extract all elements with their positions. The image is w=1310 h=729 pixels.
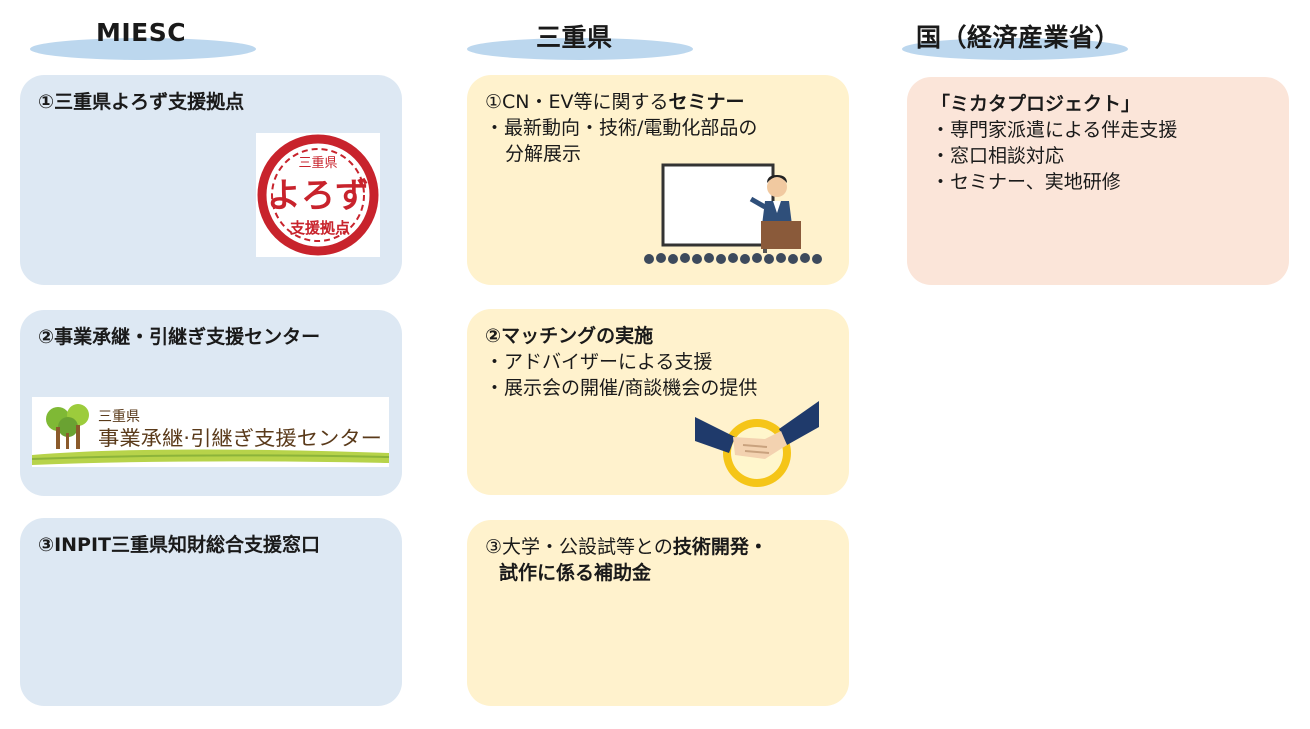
yorozu-logo-sub: 支援拠点 <box>289 219 350 237</box>
yorozu-logo-prefecture: 三重県 <box>298 155 337 171</box>
bullet-item: ・アドバイザーによる支援 <box>485 351 713 373</box>
bullet-item: ・セミナー、実地研修 <box>931 171 1121 193</box>
card-title-line2: 試作に係る補助金 <box>499 562 652 584</box>
card-title-normal: ③大学・公設試等との <box>485 536 673 558</box>
yorozu-logo-main: よろず <box>267 176 369 216</box>
header-ellipse <box>902 38 1128 60</box>
card-inpit: ③INPIT三重県知財総合支援窓口 <box>20 518 402 706</box>
yorozu-logo: 三重県 よろず 支援拠点 <box>256 133 380 257</box>
card-title-normal: ①CN・EV等に関する <box>485 91 669 113</box>
bullet-item: ・窓口相談対応 <box>931 145 1065 167</box>
column-header-kuni: 国（経済産業省） <box>902 14 1128 62</box>
column-title-mie: 三重県 <box>536 23 613 52</box>
card-title: ③INPIT三重県知財総合支援窓口 <box>38 534 321 556</box>
seminar-illustration <box>643 161 823 265</box>
column-header-miesc: MIESC <box>30 14 256 62</box>
column-header-mie: 三重県 <box>467 14 693 62</box>
card-mikata-project: 「ミカタプロジェクト」 ・専門家派遣による伴走支援 ・窓口相談対応 ・セミナー、… <box>907 77 1289 285</box>
jigyo-shokei-logo: 三重県 事業承継·引継ぎ支援センター <box>31 397 390 467</box>
header-ellipse <box>30 38 256 60</box>
card-jigyo-shokei: ②事業承継・引継ぎ支援センター 三重県 事業承継·引継ぎ支援センター <box>20 310 402 496</box>
card-matching: ②マッチングの実施 ・アドバイザーによる支援 ・展示会の開催/商談機会の提供 <box>467 309 849 495</box>
card-subsidy: ③大学・公設試等との技術開発・ 試作に係る補助金 <box>467 520 849 706</box>
handshake-illustration <box>695 397 819 493</box>
card-title: ③大学・公設試等との技術開発・ <box>485 534 831 560</box>
card-seminar: ①CN・EV等に関するセミナー ・最新動向・技術/電動化部品の 分解展示 <box>467 75 849 285</box>
card-title: ①三重県よろず支援拠点 <box>38 91 245 113</box>
card-title: 「ミカタプロジェクト」 <box>931 93 1141 115</box>
card-title-bold: 技術開発・ <box>672 536 768 558</box>
card-yorozu: ①三重県よろず支援拠点 三重県 よろず 支援拠点 <box>20 75 402 285</box>
bullet-item: ・最新動向・技術/電動化部品の <box>485 117 758 139</box>
bullet-item-continued: 分解展示 <box>505 143 582 165</box>
bullet-item: ・専門家派遣による伴走支援 <box>931 119 1178 141</box>
column-title-kuni: 国（経済産業省） <box>916 23 1121 52</box>
jigyo-logo-prefecture: 三重県 <box>98 409 140 425</box>
card-title: ①CN・EV等に関するセミナー <box>485 89 831 115</box>
header-ellipse <box>467 38 693 60</box>
card-title: ②マッチングの実施 <box>485 325 654 347</box>
jigyo-logo-main: 事業承継·引継ぎ支援センター <box>98 426 382 450</box>
column-title-miesc: MIESC <box>96 18 187 47</box>
card-title-bold: セミナー <box>668 91 745 113</box>
card-title: ②事業承継・引継ぎ支援センター <box>38 326 321 348</box>
bullet-item: ・展示会の開催/商談機会の提供 <box>485 377 758 399</box>
